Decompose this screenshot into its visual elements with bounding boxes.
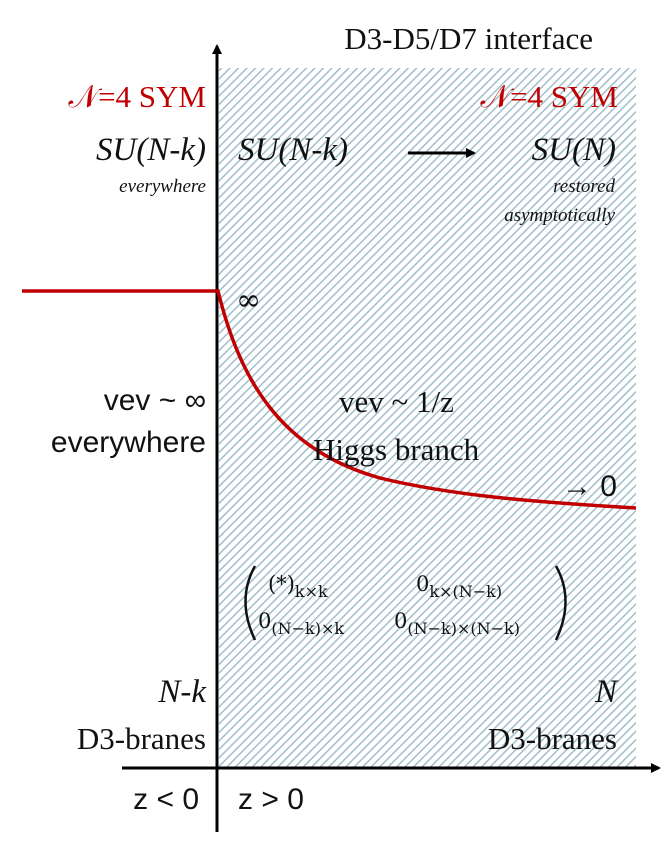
matrix-right-paren xyxy=(554,565,567,641)
left-gauge-note: everywhere xyxy=(119,176,206,197)
left-sym-label: 𝒩=4 SYM xyxy=(68,79,206,114)
right-brane-count: N xyxy=(594,674,619,710)
left-brane-label: D3-branes xyxy=(77,721,206,756)
left-axis-label: z < 0 xyxy=(133,783,199,816)
left-brane-count: N-k xyxy=(157,674,207,710)
right-gauge-group-initial: SU(N-k) xyxy=(238,132,348,168)
right-axis-label: z > 0 xyxy=(238,783,304,816)
right-vev-label: vev ~ 1/z xyxy=(339,384,454,419)
right-sym-label: 𝒩=4 SYM xyxy=(480,79,618,114)
matrix-entry-21: 0(N−k)×k xyxy=(258,609,344,638)
matrix-entry-22: 0(N−k)×(N−k) xyxy=(394,609,520,638)
vev-matrix: (*)k×k 0k×(N−k) 0(N−k)×k 0(N−k)×(N−k) xyxy=(244,565,567,641)
diagram-title: D3-D5/D7 interface xyxy=(344,21,593,56)
right-gauge-note-line1: restored xyxy=(553,176,615,197)
left-vev-line2: everywhere xyxy=(51,426,206,459)
shaded-region-z-positive xyxy=(219,68,636,767)
matrix-entry-12: 0k×(N−k) xyxy=(416,572,502,601)
vev-limit-label: → 0 xyxy=(562,470,617,503)
right-gauge-group-final: SU(N) xyxy=(532,132,616,168)
infinity-label: ∞ xyxy=(236,283,261,318)
matrix-left-paren xyxy=(244,565,257,641)
right-brane-label: D3-branes xyxy=(488,721,617,756)
left-gauge-group: SU(N-k) xyxy=(96,132,206,168)
vev-profile-curve xyxy=(22,289,637,510)
higgs-branch-label: Higgs branch xyxy=(313,432,480,467)
matrix-entry-11: (*)k×k xyxy=(268,572,328,601)
right-gauge-note-line2: asymptotically xyxy=(504,205,615,226)
left-vev-line1: vev ~ ∞ xyxy=(104,384,206,417)
